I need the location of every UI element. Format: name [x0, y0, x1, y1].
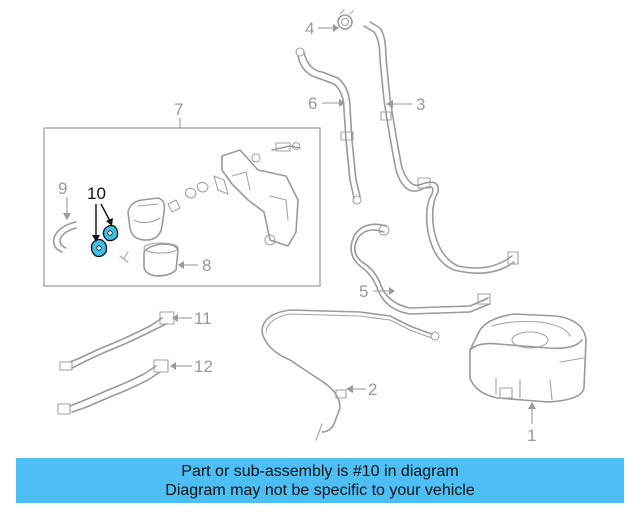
- banner-line-disclaimer: Diagram may not be specific to your vehi…: [165, 481, 475, 499]
- part-2-sensor-line[interactable]: [261, 309, 440, 441]
- part-6-pipe[interactable]: [295, 47, 362, 205]
- part-5-pipe[interactable]: [350, 223, 491, 315]
- callout-7[interactable]: 7: [174, 100, 183, 119]
- info-banner: Part or sub-assembly is #10 in diagram D…: [16, 458, 624, 503]
- callout-9[interactable]: 9: [58, 179, 67, 198]
- callout-1[interactable]: 1: [527, 426, 536, 445]
- callout-8[interactable]: 8: [202, 256, 211, 275]
- parts-diagram: 7 9 10 8: [43, 9, 587, 445]
- part-12-oxygen-sensor[interactable]: [57, 359, 169, 415]
- part-1-canister[interactable]: [469, 313, 587, 403]
- part-9-hose[interactable]: [52, 221, 77, 253]
- callout-11[interactable]: 11: [194, 309, 212, 328]
- part-3-hose[interactable]: [363, 21, 519, 274]
- banner-line-part-number: Part or sub-assembly is #10 in diagram: [181, 462, 459, 480]
- bracket-assembly[interactable]: [213, 141, 301, 247]
- callout-3[interactable]: 3: [416, 95, 425, 114]
- callout-4[interactable]: 4: [305, 19, 314, 38]
- assembly-group-box: [43, 127, 321, 287]
- callout-6[interactable]: 6: [308, 94, 317, 113]
- part-8-valve-assembly[interactable]: [119, 181, 209, 277]
- callout-12[interactable]: 12: [194, 357, 213, 376]
- part-4-clamp[interactable]: [337, 9, 354, 30]
- part-10-seals[interactable]: [90, 224, 119, 258]
- callout-2[interactable]: 2: [368, 380, 377, 399]
- callout-5[interactable]: 5: [359, 282, 368, 301]
- part-11-oxygen-sensor[interactable]: [59, 311, 175, 371]
- callout-10[interactable]: 10: [87, 184, 106, 203]
